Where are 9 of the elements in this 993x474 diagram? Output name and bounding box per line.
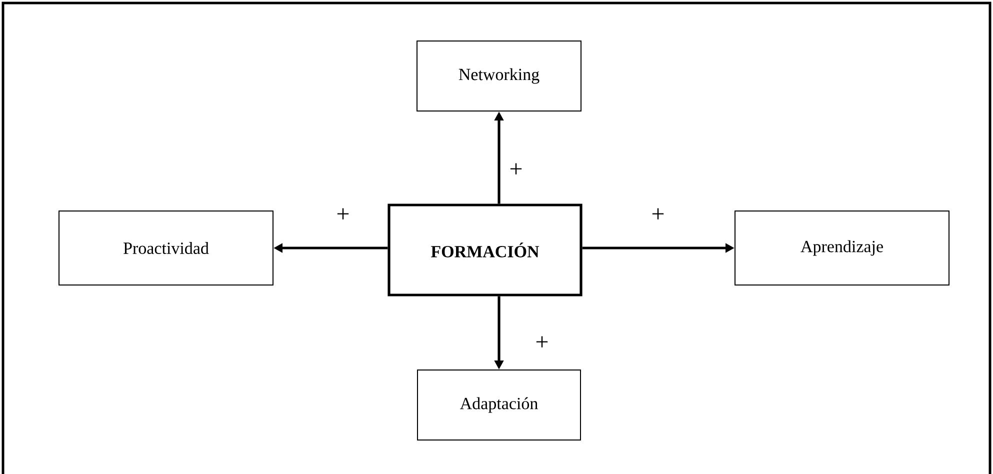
concept-box: Networking	[416, 40, 582, 112]
edge-label: +	[536, 336, 548, 348]
edge-label: +	[337, 208, 349, 220]
concept-box: Proactividad	[58, 210, 274, 286]
central-box: FORMACIÓN	[388, 204, 582, 296]
concept-box: Aprendizaje	[734, 210, 950, 286]
edge-label: +	[510, 163, 522, 174]
concept-box: Adaptación	[417, 370, 581, 440]
edge-label: +	[652, 208, 664, 220]
